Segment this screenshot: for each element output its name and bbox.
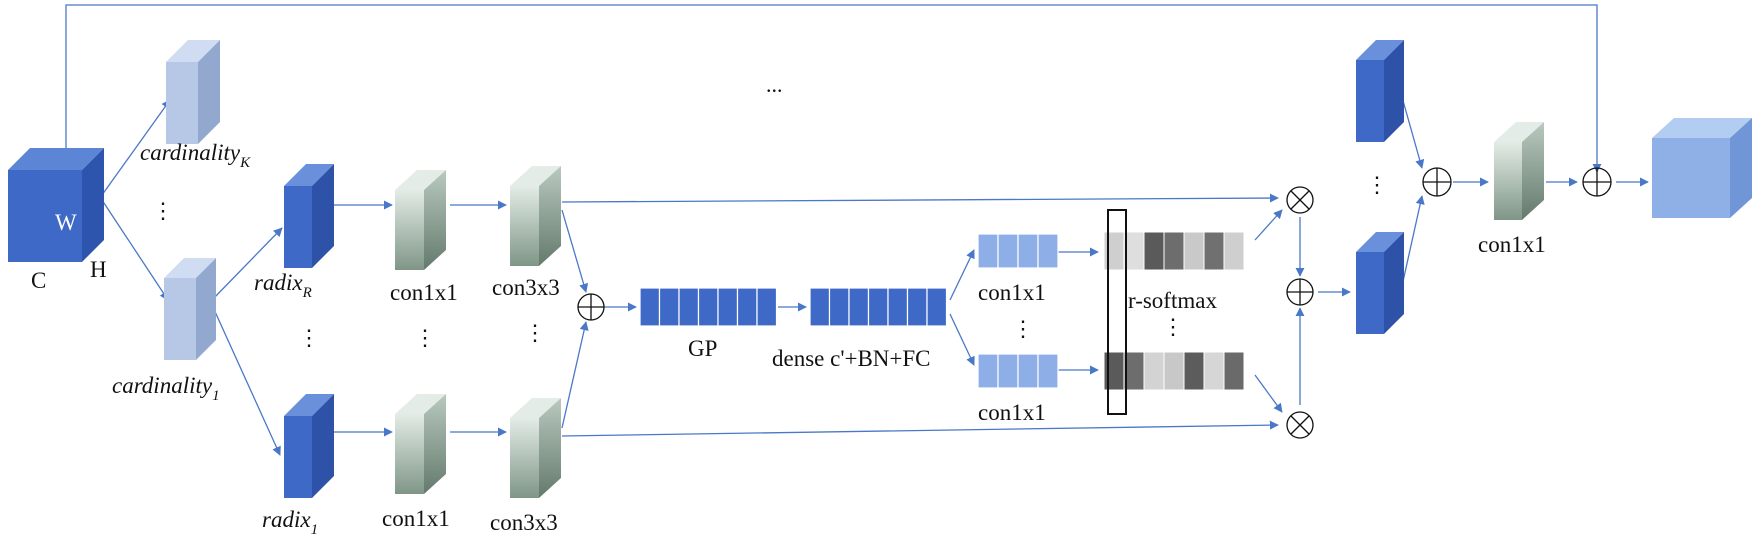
con3x3-bottom-label: con3x3 [490,510,558,535]
con3x3-bottom-to-multiply-line [561,420,1279,437]
card1-to-radix-1-line [211,304,281,456]
radix-r-block [284,164,334,268]
residual-sum-operator [1582,167,1612,197]
softmax-bottom-to-multiply-line [1254,374,1283,413]
rsoftmax-bracket [1107,209,1127,415]
sum-operator-1 [577,293,605,321]
fc-ellipsis: ⋮ [1012,316,1034,341]
radix-1-block [284,394,334,498]
dense-to-fc-top-line [949,249,975,301]
fc-top-vector [977,233,1059,269]
con1x1-bottom-label: con1x1 [382,506,450,531]
con1x1-top-label: con1x1 [390,280,458,305]
output-block [1652,118,1752,218]
dense-to-fc-bottom-line [949,313,975,366]
sum-operator-3 [1422,167,1452,197]
cardinality-ellipsis: ⋮ [152,198,174,223]
con3x3-ellipsis: ⋮ [524,320,546,345]
input-w-label: W [55,210,77,235]
radix-r-label: radixR [254,270,312,301]
con1x1-top-block [395,170,446,270]
gp-label: GP [688,336,717,361]
split-output-top-block [1356,40,1404,142]
connector-lines [65,4,1649,456]
split-ellipsis: ⋮ [1366,172,1388,197]
con3x3-bottom-block [510,398,561,498]
con1x1-ellipsis: ⋮ [414,325,436,350]
fc-bottom-vector [977,353,1059,389]
rsoftmax-ellipsis: ⋮ [1162,314,1184,339]
dense-label: dense c'+BN+FC [772,346,931,371]
multiply-operator-top [1286,186,1314,214]
card1-to-radix-r-line [211,227,283,301]
radix-1-label: radix1 [262,507,318,538]
softmax-top-to-multiply-line [1254,209,1283,241]
rsoftmax-bottom-vector [1103,351,1245,391]
con1x1-bottom-block [395,394,446,494]
sum-operator-2 [1286,278,1314,306]
fc-top-label: con1x1 [978,280,1046,305]
skip-connection-line [65,4,1598,170]
con3x3-top-to-multiply-line [561,193,1279,203]
input-to-cardinality-k-line [101,99,171,196]
multiply-operator-bottom [1286,411,1314,439]
input-block: W C H [8,148,107,293]
dense-vector [809,287,948,327]
top-ellipsis: ... [766,72,783,97]
fc-bottom-label: con1x1 [978,400,1046,425]
con3x3-top-to-sum-line [561,209,589,293]
final-conv-block [1494,122,1544,220]
con3x3-bottom-to-sum-line [561,321,589,429]
cardinality-1-label: cardinality1 [112,373,220,404]
rsoftmax-label: r-softmax [1128,288,1217,313]
cardinality-k-block [166,40,220,144]
split-output-bottom-block [1356,232,1404,334]
radix-ellipsis: ⋮ [298,325,320,350]
con3x3-top-label: con3x3 [492,275,560,300]
rsoftmax-top-vector [1103,231,1245,271]
final-conv-label: con1x1 [1478,232,1546,257]
cardinality-k-label: cardinalityK [140,140,251,171]
input-c-label: C [31,268,46,293]
con3x3-top-block [510,166,561,266]
gp-vector [639,287,778,327]
cardinality-1-block [164,258,216,360]
input-to-cardinality-1-line [101,199,169,301]
input-h-label: H [90,257,107,282]
